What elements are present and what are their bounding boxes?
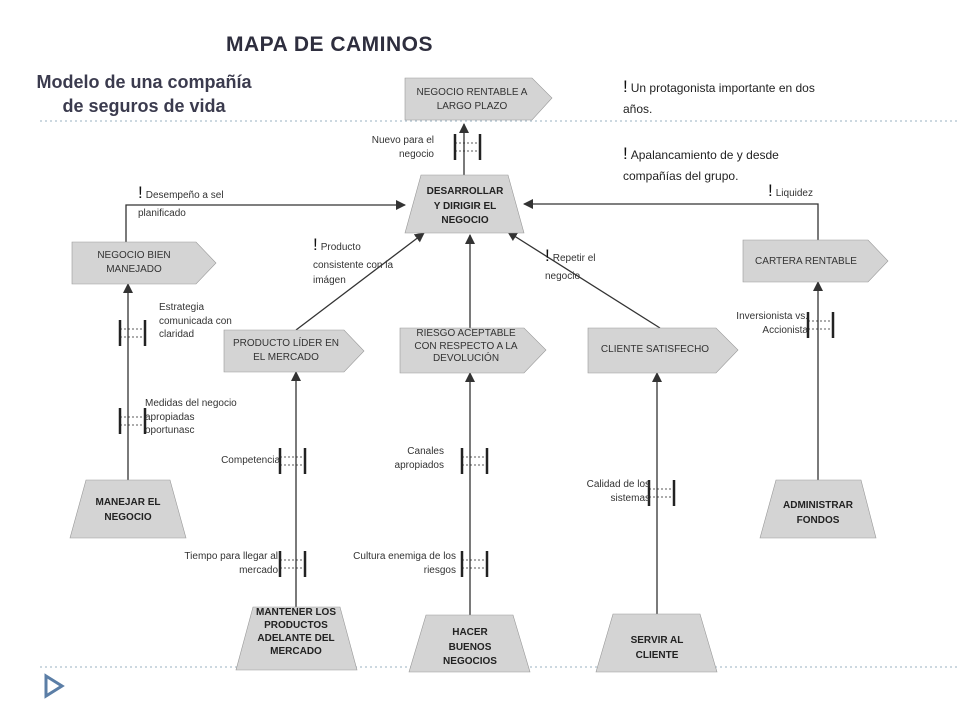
note-bang: ! — [313, 235, 318, 254]
label-calidad: Calidad de los sistemas — [586, 479, 650, 504]
connectors — [123, 123, 823, 615]
label-competencia: Competencia — [221, 455, 280, 466]
note-apalancamiento: !Apalancamiento de y desde compañías del… — [623, 144, 779, 184]
barrier-inversionista — [806, 312, 835, 338]
node-negocio-rentable-shape — [404, 77, 553, 121]
label-nuevo: Nuevo para el negocio — [371, 135, 434, 160]
note-bang: ! — [623, 77, 628, 96]
node-negocio-bien-shape — [71, 241, 217, 285]
node-mantener: MANTENER LOS PRODUCTOS ADELANTE DEL MERC… — [256, 607, 336, 657]
node-cartera-shape — [742, 239, 889, 283]
note-liquidez: !Liquidez — [768, 181, 813, 200]
node-administrar-shape — [759, 479, 877, 539]
barrier-medidas — [118, 408, 147, 434]
note-bang: ! — [623, 144, 628, 163]
node-cliente-shape — [587, 327, 739, 374]
label-medidas: Medidas del negocio apropiadas oportunas… — [145, 398, 237, 436]
label-canales: Canales apropiados — [394, 446, 444, 471]
node-negocio-rentable: NEGOCIO RENTABLE A LARGO PLAZO — [416, 87, 528, 112]
note-desempeno: !Desempeño a sel planificado — [138, 183, 224, 219]
arrow-negocio-bien-to-desarrollar — [125, 200, 406, 242]
label-estrategia: Estrategia comunicada con claridad — [159, 302, 232, 340]
node-servir-shape — [595, 613, 718, 673]
node-riesgo: RIESGO ACEPTABLE CON RESPECTO A LA DEVOL… — [414, 328, 518, 364]
node-producto-lider: PRODUCTO LÍDER EN EL MERCADO — [233, 338, 339, 363]
node-hacer-shape — [408, 614, 531, 673]
node-manejar: MANEJAR EL NEGOCIO — [95, 497, 161, 523]
barrier-estrategia — [118, 320, 147, 346]
node-riesgo-shape — [399, 327, 547, 374]
node-negocio-bien: NEGOCIO BIEN MANEJADO — [97, 250, 171, 275]
barrier-tiempo — [278, 551, 307, 577]
barrier-competencia — [278, 448, 307, 474]
node-desarrollar-shape — [404, 174, 525, 234]
barrier-nuevo — [453, 134, 482, 160]
page-subtitle: Modelo de una compañía de seguros de vid… — [36, 72, 252, 117]
slide-bullet-icon — [44, 673, 65, 699]
node-manejar-shape — [69, 479, 187, 539]
barrier-calidad — [647, 480, 676, 506]
note-bang: ! — [545, 246, 550, 265]
node-desarrollar: DESARROLLAR Y DIRIGIR EL NEGOCIO — [426, 186, 504, 226]
note-protagonista: !Un protagonista importante en dos años. — [623, 77, 815, 117]
node-cliente: CLIENTE SATISFECHO — [600, 344, 710, 355]
node-mantener-shape — [235, 606, 358, 671]
node-cartera: CARTERA RENTABLE — [755, 256, 857, 267]
arrow-producto-to-desarrollar — [295, 232, 425, 331]
page-title: MAPA DE CAMINOS — [226, 33, 433, 56]
node-servir: SERVIR AL CLIENTE — [630, 635, 684, 661]
arrow-cartera-to-desarrollar — [523, 199, 819, 240]
note-bang: ! — [138, 183, 143, 202]
node-administrar: ADMINISTRAR FONDOS — [783, 500, 853, 526]
label-tiempo: Tiempo para llegar al mercado — [184, 551, 278, 576]
barriers — [118, 134, 835, 577]
note-bang: ! — [768, 181, 773, 200]
note-producto: !Producto consistente con la imágen — [313, 235, 394, 286]
label-cultura: Cultura enemiga de los riesgos — [353, 551, 456, 576]
node-hacer: HACER BUENOS NEGOCIOS — [443, 627, 497, 667]
label-inversionista: Inversionista vs. Accionista — [736, 311, 808, 336]
barrier-canales — [460, 448, 489, 474]
arrow-cliente-to-desarrollar — [507, 231, 661, 329]
barrier-cultura — [460, 551, 489, 577]
node-producto-shape — [223, 329, 365, 373]
shapes — [69, 77, 889, 673]
note-repetir: !Repetir el negocio — [545, 246, 596, 282]
